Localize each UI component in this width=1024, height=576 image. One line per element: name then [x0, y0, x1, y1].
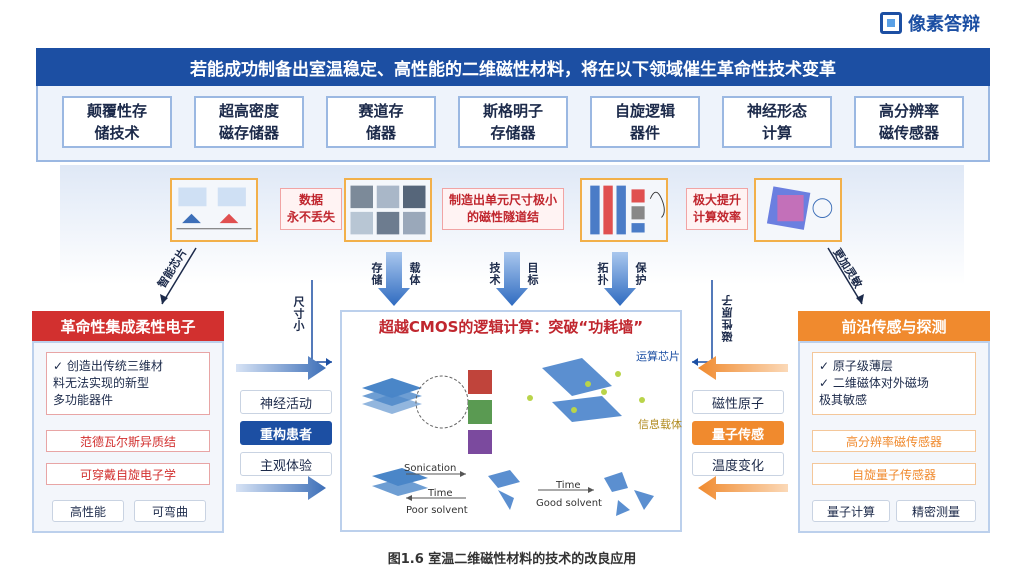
field-box: 颠覆性存储技术 — [62, 96, 172, 148]
arrow-label: 载体 — [408, 262, 421, 286]
label-chip: 运算芯片 — [636, 350, 680, 363]
layer-stack — [362, 378, 422, 414]
label-time-1: Time — [428, 488, 453, 499]
right-item-quantum-sensor: 自旋量子传感器 — [812, 463, 976, 485]
field-box: 高分辨率磁传感器 — [854, 96, 964, 148]
field-box: 赛道存储器 — [326, 96, 436, 148]
brand-name: 像素答辩 — [908, 14, 980, 35]
side-label-right: 磁性原子 — [721, 294, 734, 342]
figure-caption: 图1.6 室温二维磁性材料的技术的改良应用 — [387, 552, 637, 567]
arrow-label: 存储 — [370, 262, 383, 286]
label-sonication: Sonication — [404, 463, 457, 474]
arrow-label: 拓扑 — [596, 262, 609, 286]
right-sub-quantum-computing: 量子计算 — [812, 500, 890, 522]
label-subjective: 主观体验 — [240, 452, 332, 476]
left-header: 革命性集成柔性电子 — [32, 311, 224, 341]
arrow-label: 保护 — [634, 262, 647, 286]
label-good-solvent: Good solvent — [536, 498, 602, 509]
right-sub-precision: 精密测量 — [896, 500, 976, 522]
field-box: 超高密度磁存储器 — [194, 96, 304, 148]
label-reconstruct: 重构患者 — [240, 421, 332, 445]
center-figure — [362, 358, 654, 516]
left-sub-flexible: 可弯曲 — [134, 500, 206, 522]
label-time-2: Time — [556, 480, 581, 491]
left-check: ✓ 创造出传统三维材料无法实现的新型多功能器件 — [46, 352, 210, 415]
thumbnail-image — [344, 178, 432, 242]
left-sub-performance: 高性能 — [52, 500, 124, 522]
right-header: 前沿传感与探测 — [798, 311, 990, 341]
left-item-heterostructure: 范德瓦尔斯异质结 — [46, 430, 210, 452]
label-magnetic-atom: 磁性原子 — [692, 390, 784, 414]
right-item-magsensor: 高分辨率磁传感器 — [812, 430, 976, 452]
brand-logo: 像素答辩 — [880, 10, 980, 36]
top-title: 若能成功制备出室温稳定、高性能的二维磁性材料，将在以下领域催生革命性技术变革 — [36, 48, 990, 86]
center-title: 超越CMOS的逻辑计算：突破“功耗墙” — [378, 318, 644, 336]
note-mtj: 制造出单元尺寸极小的磁性隧道结 — [442, 188, 565, 230]
label-quantum-sensing: 量子传感 — [692, 421, 784, 445]
thumbnail-image — [170, 178, 258, 242]
side-label-left: 尺寸小 — [292, 296, 305, 332]
field-box: 神经形态计算 — [722, 96, 832, 148]
field-box: 斯格明子存储器 — [458, 96, 568, 148]
label-temperature: 温度变化 — [692, 452, 784, 476]
note-efficiency: 极大提升计算效率 — [686, 188, 749, 230]
right-check: ✓ 原子级薄层✓ 二维磁体对外磁场极其敏感 — [812, 352, 976, 415]
thumbnail-image — [580, 178, 668, 242]
field-box: 自旋逻辑器件 — [590, 96, 700, 148]
left-item-wearable: 可穿戴自旋电子学 — [46, 463, 210, 485]
label-carrier: 信息载体 — [638, 418, 682, 431]
brand-icon — [880, 12, 902, 34]
note-data-persistence: 数据永不丢失 — [280, 188, 343, 230]
arrow-label: 技术 — [488, 262, 501, 286]
arrow-label: 目标 — [526, 262, 539, 286]
label-neural-activity: 神经活动 — [240, 390, 332, 414]
label-poor-solvent: Poor solvent — [406, 505, 468, 516]
thumbnail-image — [754, 178, 842, 242]
